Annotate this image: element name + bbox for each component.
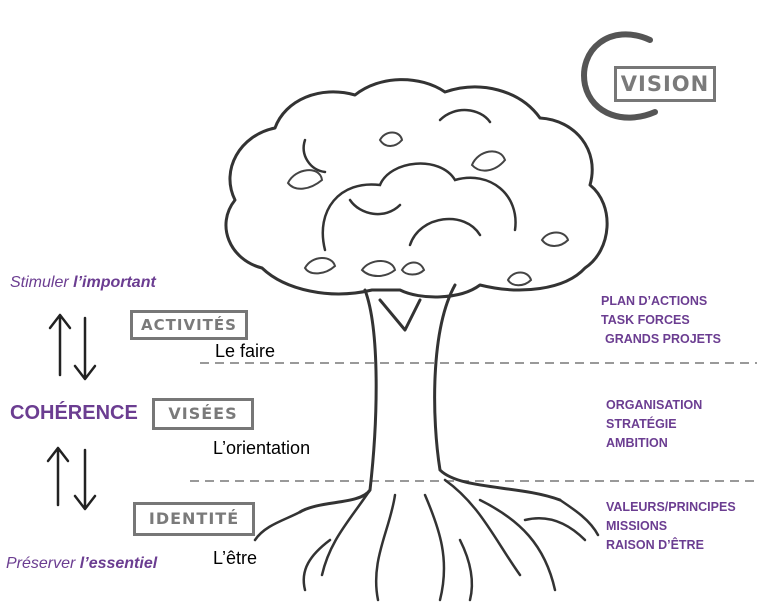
- visees-tag: VISÉES: [152, 398, 254, 430]
- cycle-arrows-top: [48, 313, 97, 381]
- list-item: ORGANISATION: [606, 398, 703, 412]
- activites-list: PLAN D’ACTIONS TASK FORCES GRANDS PROJET…: [601, 292, 721, 349]
- list-item: TASK FORCES: [601, 313, 690, 327]
- leaves: [286, 131, 570, 287]
- orientation-label: L’orientation: [213, 438, 311, 458]
- preserver-label: Préserver l’essentiel: [6, 555, 158, 572]
- visees-list: ORGANISATION STRATÉGIE AMBITION: [606, 396, 702, 453]
- list-item: VALEURS/PRINCIPES: [606, 500, 736, 514]
- list-item: MISSIONS: [606, 519, 668, 533]
- identite-tag: IDENTITÉ: [133, 502, 255, 536]
- cycle-arrows-bottom: [46, 446, 97, 511]
- list-item: RAISON D’ÊTRE: [606, 538, 704, 552]
- sun-icon: [581, 31, 658, 121]
- list-item: STRATÉGIE: [606, 417, 677, 431]
- tree-trunk: [298, 283, 562, 514]
- canopy-inner-lines: [302, 108, 517, 252]
- tree-canopy: [224, 78, 609, 299]
- vision-tag: VISION: [614, 66, 716, 102]
- activites-tag: ACTIVITÉS: [130, 310, 248, 340]
- etre-label: L’être: [213, 548, 258, 568]
- le-faire-label: Le faire: [215, 341, 276, 361]
- coherence-label: COHÉRENCE: [10, 402, 138, 424]
- tree-roots: [253, 478, 600, 602]
- list-item: AMBITION: [606, 436, 668, 450]
- stimuler-label: Stimuler l’important: [10, 274, 156, 291]
- list-item: PLAN D’ACTIONS: [601, 294, 708, 308]
- identite-list: VALEURS/PRINCIPES MISSIONS RAISON D’ÊTRE: [606, 498, 736, 555]
- list-item: GRANDS PROJETS: [605, 332, 721, 346]
